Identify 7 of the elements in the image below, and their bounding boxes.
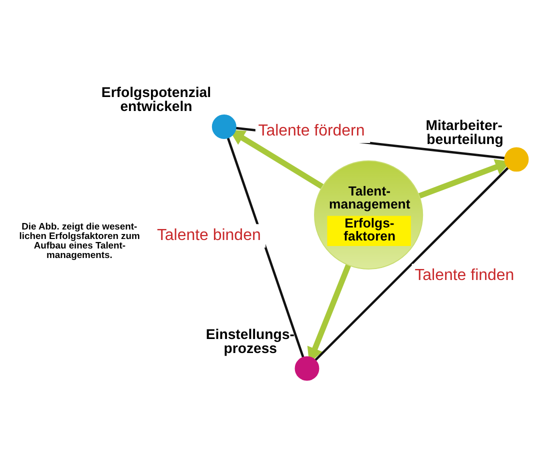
node-label: Erfolgspotenzial entwickeln	[101, 84, 212, 114]
label: Die Abb. zeigt die wesent- lichen Erfolgsfaktoren zum Aufbau eines Talent- managements.	[19, 220, 140, 260]
edge-label: Talente binden	[156, 227, 261, 244]
edge-label: Talente finden	[414, 266, 514, 284]
edge-label: Talente fördern	[258, 122, 365, 140]
node-label: Einstellungs- prozess	[206, 326, 294, 356]
node-label: Mitarbeiter- beurteilung	[426, 116, 504, 147]
